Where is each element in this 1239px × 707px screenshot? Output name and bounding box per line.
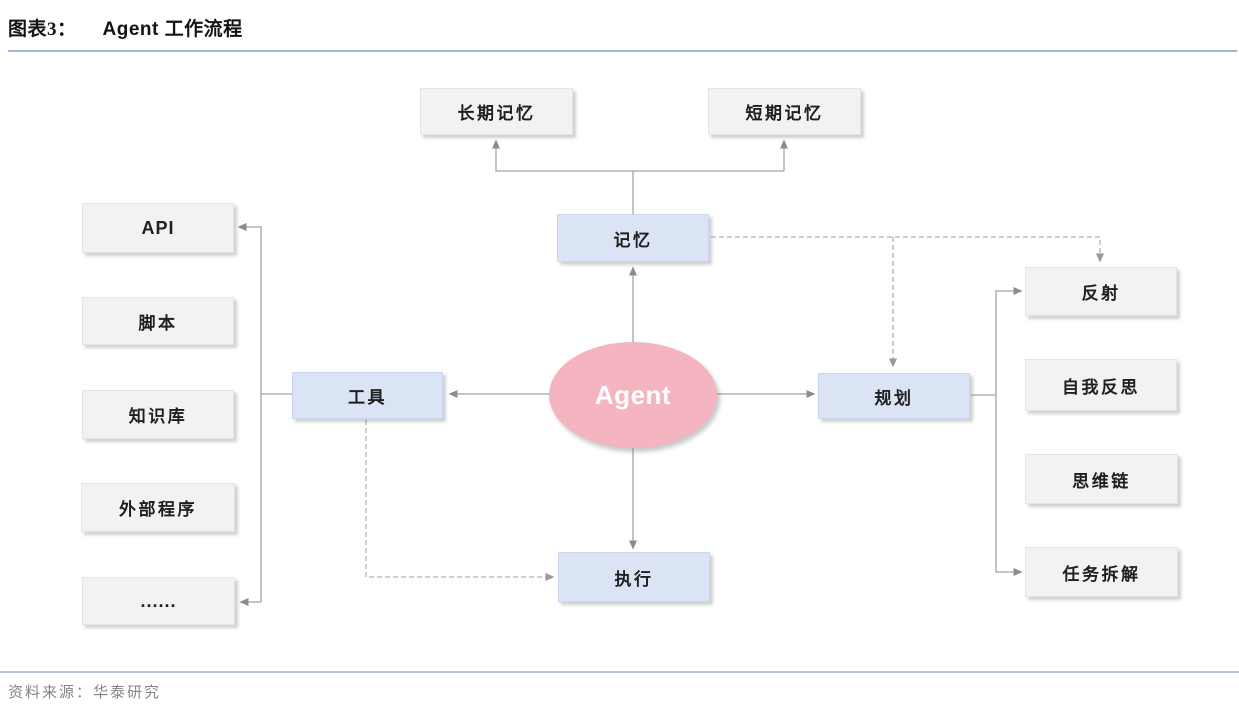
node-chain-of-thought: 思维链 <box>1025 454 1178 504</box>
source-attribution: 资料来源：华泰研究 <box>8 685 162 701</box>
node-knowledge-base: 知识库 <box>82 390 234 439</box>
footer-divider <box>0 671 1239 673</box>
figure-header: 图表3： Agent 工作流程 <box>8 14 1237 52</box>
node-more-tools-label: ...... <box>140 590 177 611</box>
node-self-reflection: 自我反思 <box>1025 359 1177 411</box>
node-execution-label: 执行 <box>614 569 654 589</box>
node-planning: 规划 <box>818 373 970 419</box>
node-api: API <box>82 203 234 253</box>
node-long-term-memory: 长期记忆 <box>420 88 573 135</box>
node-tools-label: 工具 <box>348 388 387 407</box>
node-short-term-memory: 短期记忆 <box>708 88 861 135</box>
connector-memory-to-reflection-dashed <box>711 236 1104 263</box>
agent-ellipse: Agent <box>549 342 717 448</box>
node-planning-label: 规划 <box>874 388 914 408</box>
node-reflection-label: 反射 <box>1081 284 1121 303</box>
node-short-term-memory-label: 短期记忆 <box>745 104 824 123</box>
node-more-tools: ...... <box>82 577 235 625</box>
node-long-term-memory-label: 长期记忆 <box>457 104 536 123</box>
connector-rail-to-task-decomposition <box>995 395 1023 576</box>
node-self-reflection-label: 自我反思 <box>1062 377 1140 397</box>
agent-label: Agent <box>594 379 672 410</box>
node-task-decomposition: 任务拆解 <box>1025 547 1178 597</box>
node-chain-of-thought-label: 思维链 <box>1072 471 1131 491</box>
node-memory-label: 记忆 <box>613 230 653 250</box>
node-external-program-label: 外部程序 <box>119 500 197 519</box>
figure-number-label: 图表3： <box>8 19 77 40</box>
node-reflection: 反射 <box>1025 267 1177 316</box>
node-task-decomposition-label: 任务拆解 <box>1062 564 1141 584</box>
figure-title: Agent 工作流程 <box>102 19 243 40</box>
node-api-label: API <box>141 217 175 238</box>
connector-memory-to-long-term <box>492 139 784 172</box>
node-script: 脚本 <box>82 297 234 345</box>
node-external-program: 外部程序 <box>81 483 235 532</box>
connector-rail-to-reflection <box>995 287 1023 395</box>
node-knowledge-base-label: 知识库 <box>128 407 188 426</box>
node-tools: 工具 <box>292 372 443 419</box>
node-script-label: 脚本 <box>138 313 178 333</box>
connector-tools-to-execution-dashed <box>365 420 555 581</box>
node-execution: 执行 <box>558 552 710 602</box>
connector-rail-to-api <box>237 223 262 602</box>
node-memory: 记忆 <box>557 214 709 262</box>
